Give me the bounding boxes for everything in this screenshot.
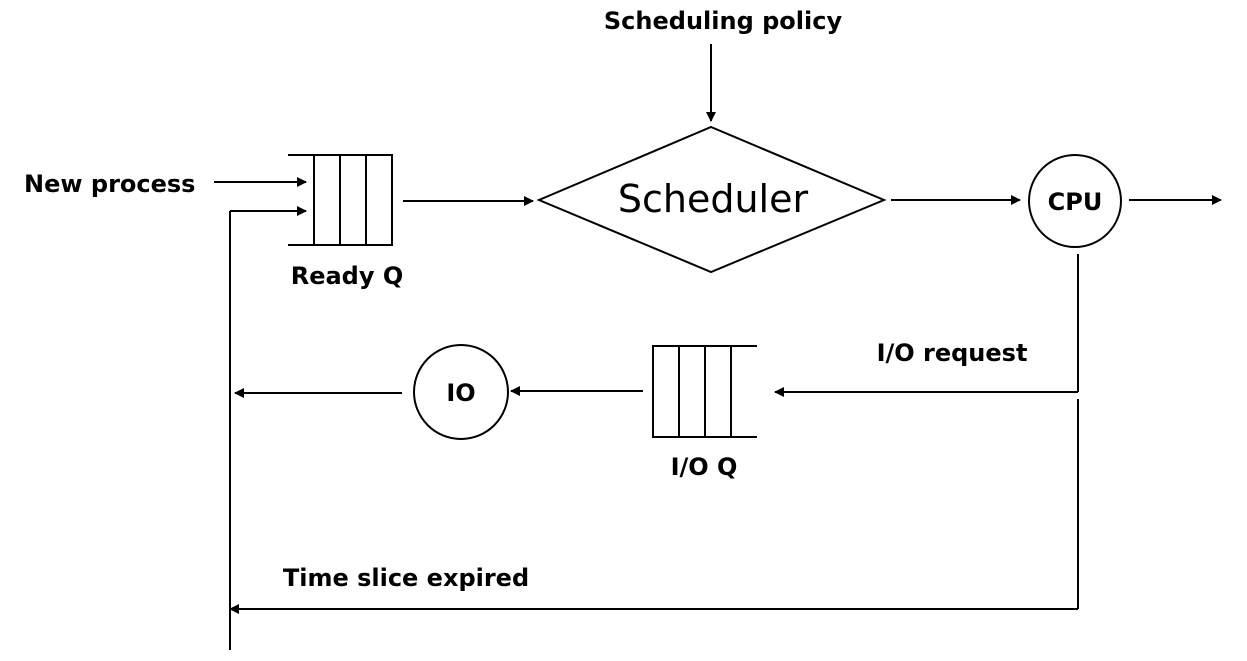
scheduling-policy-label: Scheduling policy	[604, 7, 843, 35]
cpu-label: CPU	[1048, 188, 1103, 216]
time-slice-expired-label: Time slice expired	[283, 564, 529, 592]
io-q-label: I/O Q	[671, 453, 738, 481]
ready-queue	[288, 154, 393, 246]
io-label: IO	[446, 379, 475, 407]
cpu-circle	[1028, 154, 1122, 248]
io-queue	[652, 345, 757, 438]
scheduler-diamond	[536, 125, 887, 274]
scheduler-label: Scheduler	[618, 177, 809, 221]
io-request-label: I/O request	[877, 339, 1028, 367]
ready-q-label: Ready Q	[291, 262, 404, 290]
io-circle	[413, 344, 509, 440]
new-process-label: New process	[24, 170, 195, 198]
